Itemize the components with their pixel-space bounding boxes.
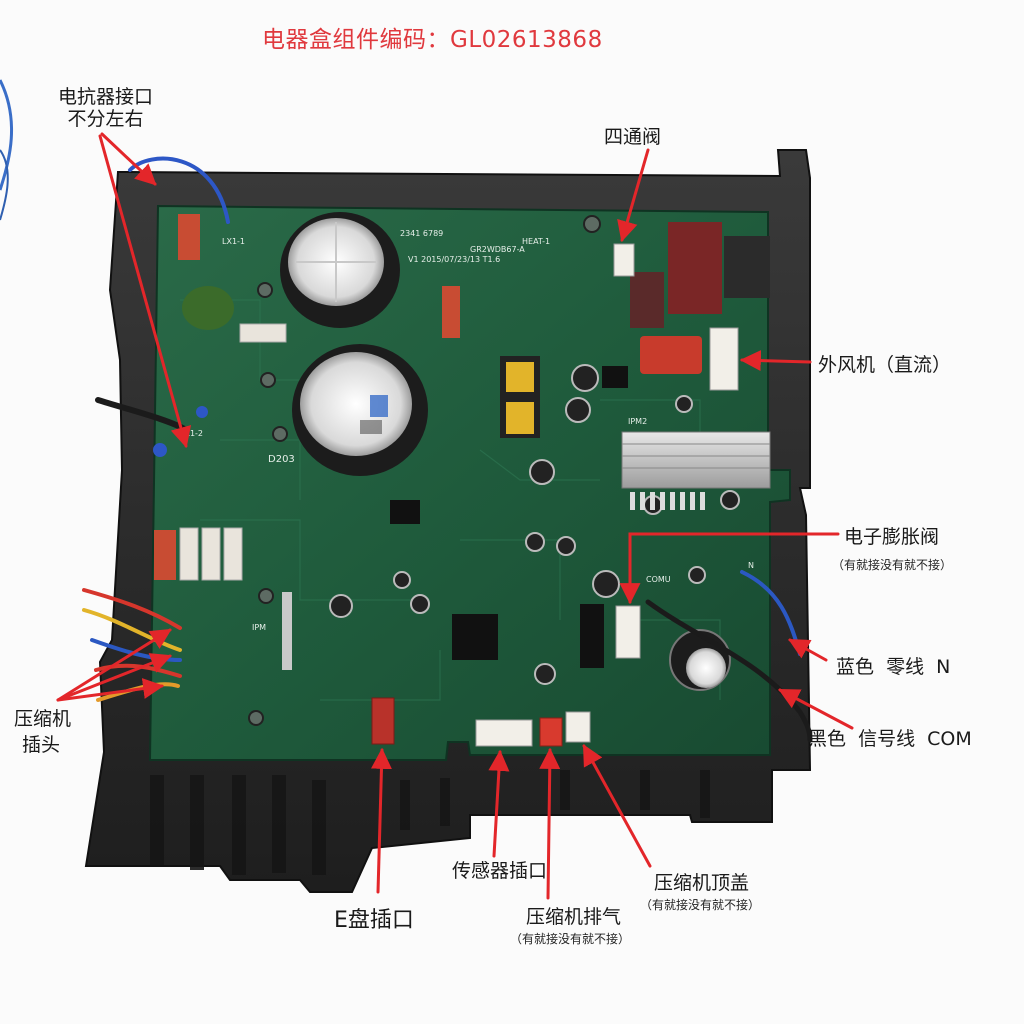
arrow-reactor-top [100,132,157,186]
label-four-way-valve: 四通阀 [604,126,662,148]
relays [630,222,770,328]
silkscreen-model: GR2WDB67-A [470,245,525,254]
arrow-compressor-2 [56,653,172,702]
label-expansion-valve: 电子膨胀阀 [844,526,940,548]
compressor-top-connector [565,711,591,743]
mounting-screws [248,215,601,726]
label-reactor-line1: 电抗器接口 [58,86,154,108]
silkscreen-ipm: IPM [252,623,266,632]
silkscreen-heat: HEAT-1 [522,237,550,246]
silkscreen-ipm2: IPM2 [628,417,647,426]
silkscreen-n: N [748,561,754,570]
ipm-pins [282,592,292,670]
label-discharge: 压缩机排气 [526,906,622,928]
heatsink [621,431,771,510]
label-reactor-line2: 不分左右 [67,108,144,130]
label-top-cover-note: （有就接没有就不接） [640,898,761,912]
four-way-valve-connector [613,243,635,277]
arrow-expansion-valve [619,532,840,605]
arrow-blue-wire [788,638,828,662]
compressor-discharge-connector [539,717,563,747]
label-compressor-plug-line2: 插头 [22,734,61,756]
silkscreen-lx1-1: LX1-1 [222,237,245,246]
arrow-black-wire [778,688,854,730]
arrow-e-plate [370,747,392,894]
capacitor-large-1 [280,212,400,328]
arrow-top-cover [582,744,652,868]
arrow-four-way-valve [617,148,650,243]
silkscreen-comu: COMU [646,575,671,584]
outdoor-fan-connector [709,327,739,391]
main-controller-ic [390,366,628,668]
label-compressor-plug-line1: 压缩机 [14,708,72,730]
x-capacitor [182,286,234,330]
arrow-discharge [539,747,561,900]
label-sensor: 传感器插口 [452,860,548,882]
expansion-valve-connector [615,605,641,659]
arrow-sensor [488,749,510,858]
transformer [500,356,540,438]
arrow-reactor-bottom [98,134,192,449]
silkscreen-d203: D203 [268,454,295,465]
silkscreen-code: 2341 6789 [400,229,443,238]
label-expansion-valve-note: （有就接没有就不接） [832,558,953,572]
label-black-wire: 黑色 信号线 COM [808,728,972,750]
label-compressor-plug: 压缩机 插头 [14,706,71,758]
red-components [154,214,702,580]
e-plate-connector [371,697,395,745]
annotation-arrows [56,132,854,900]
label-outdoor-fan: 外风机（直流） [818,354,952,376]
arrow-compressor-1 [56,628,172,702]
small-capacitors [329,364,740,691]
capacitor-large-2 [292,344,428,476]
arrow-compressor-3 [56,678,165,702]
page-title: 电器盒组件编码：GL02613868 [262,27,603,53]
arrow-outdoor-fan [739,350,812,372]
label-discharge-note: （有就接没有就不接） [510,932,631,946]
label-blue-wire: 蓝色 零线 N [836,656,951,678]
label-e-plate: E盘插口 [334,908,414,933]
label-reactor: 电抗器接口 不分左右 [58,86,153,130]
sensor-connector [475,719,533,747]
silkscreen-lx1-2: LX1-2 [180,429,203,438]
silkscreen-date: V1 2015/07/23/13 T1.6 [408,255,500,264]
background-cables [0,79,13,221]
ceramic-resistors [179,323,287,581]
label-top-cover: 压缩机顶盖 [654,872,750,894]
